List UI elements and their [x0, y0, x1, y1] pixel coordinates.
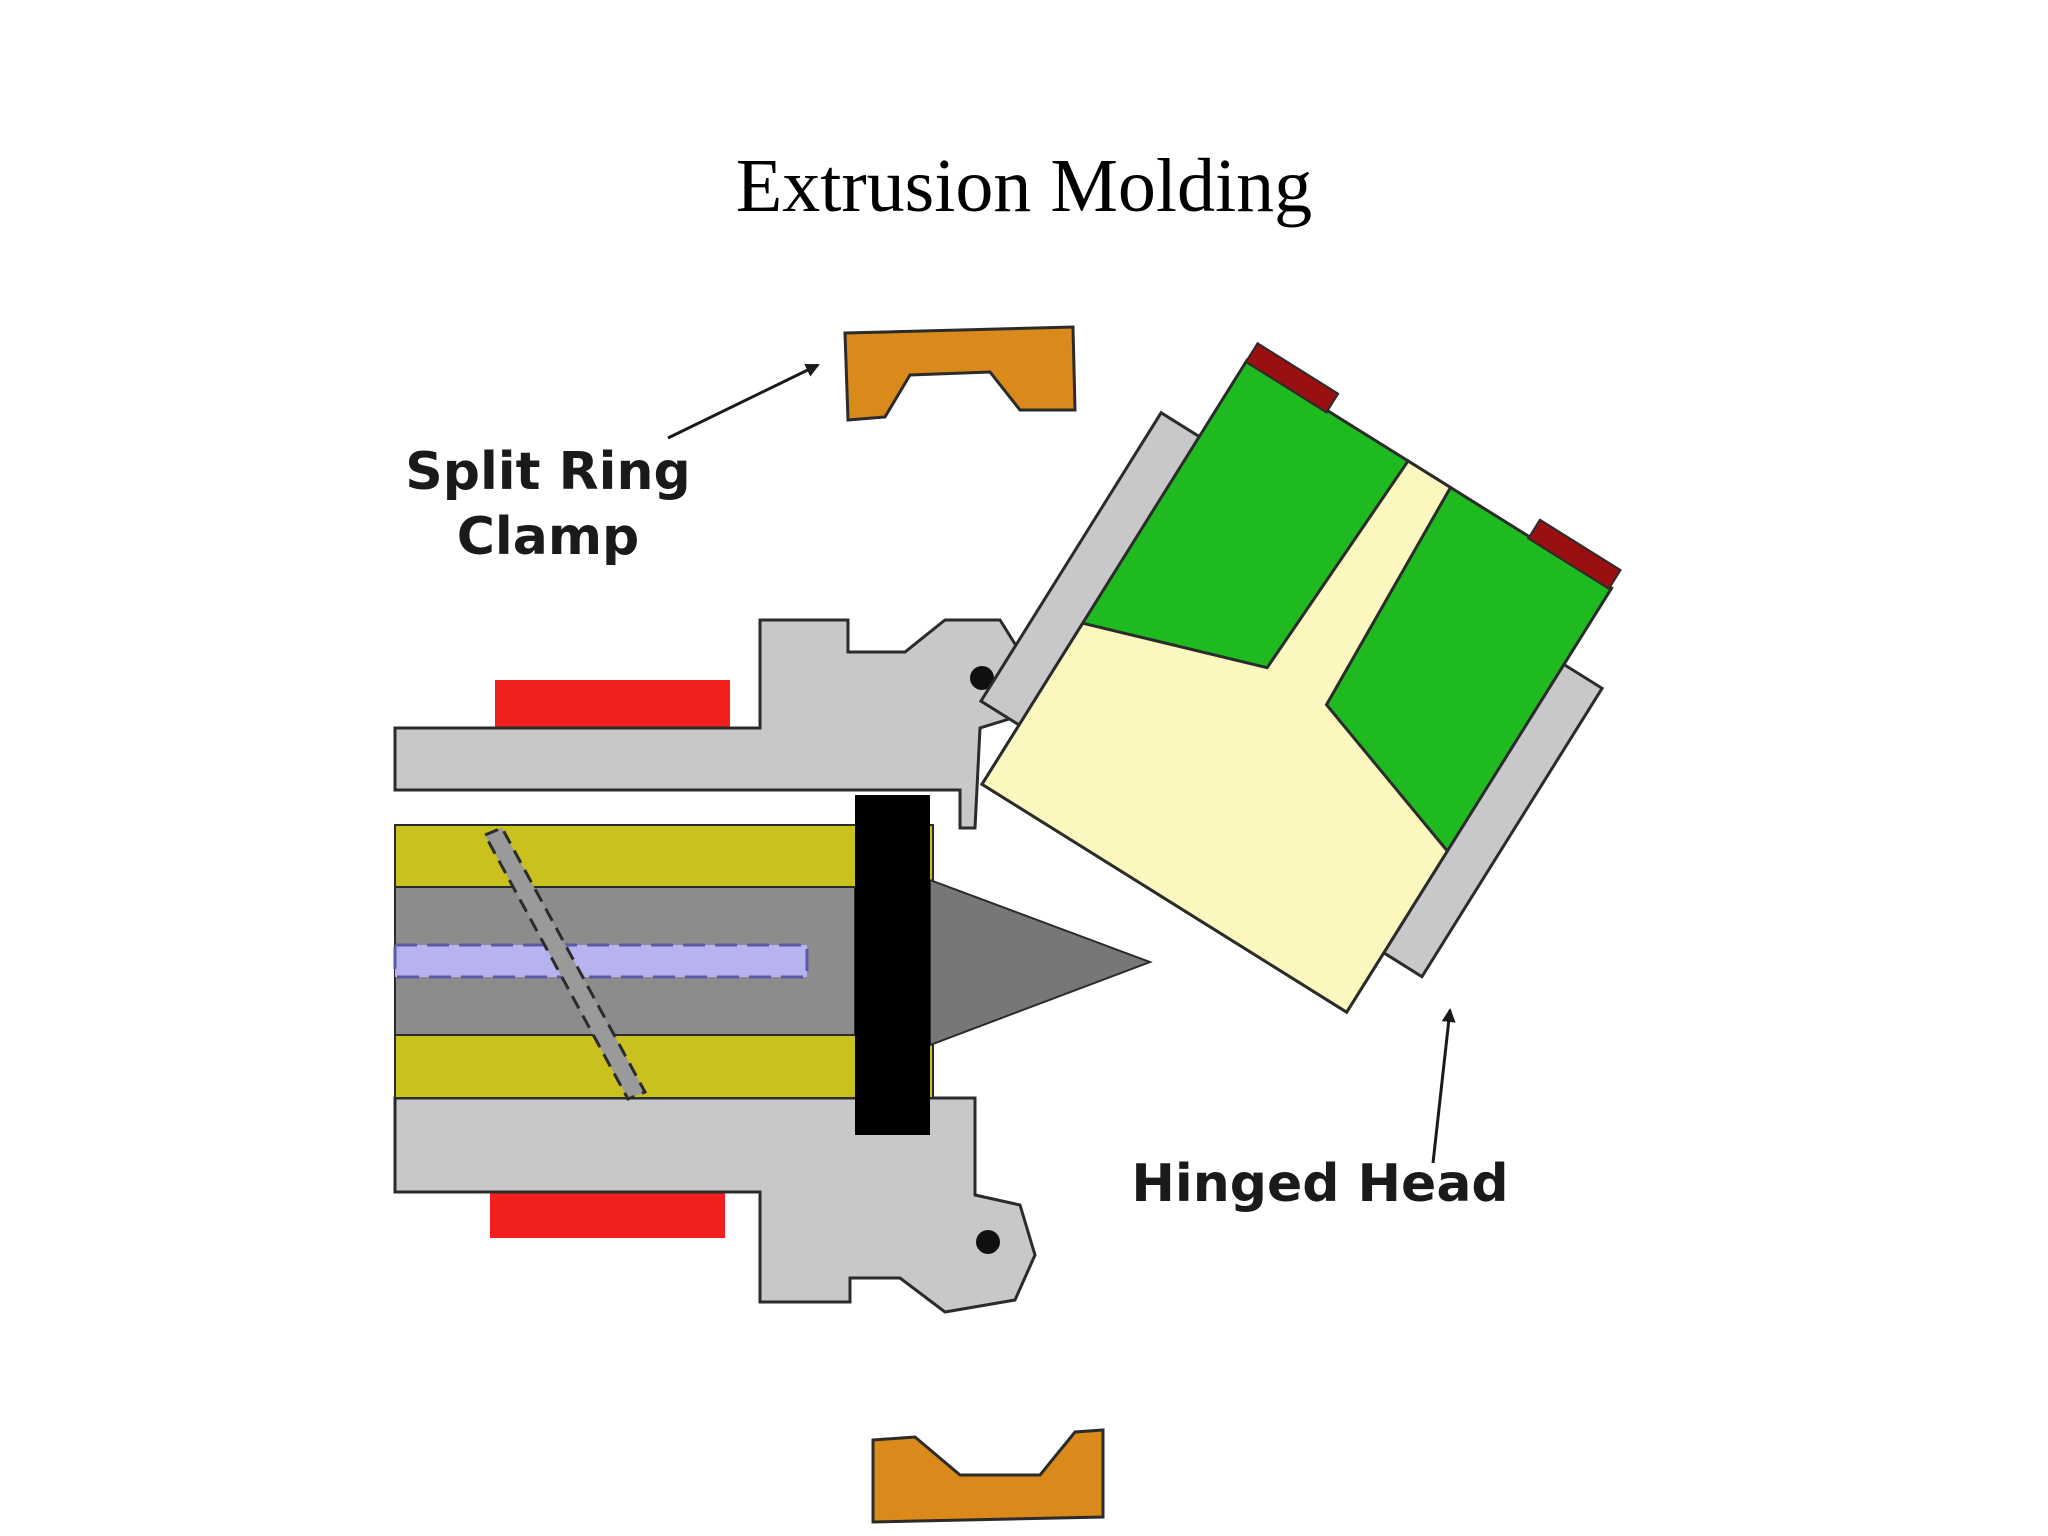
screw-core	[393, 943, 809, 979]
split-ring-clamp-label: Split Ring Clamp	[398, 440, 698, 570]
die-cap-top	[1244, 341, 1340, 414]
split-ring-arrow	[667, 363, 820, 440]
split-ring-clamp-top	[843, 325, 1077, 422]
upper-hinge-pin	[970, 666, 994, 690]
lower-hinge-pin	[976, 1230, 1000, 1254]
die-channel	[979, 458, 1453, 1015]
hinged-head-assembly	[978, 341, 1622, 1015]
torpedo-tip	[929, 878, 1153, 1047]
die-cap-bottom	[1526, 518, 1622, 591]
screw-flight	[482, 826, 648, 1101]
upper-melt-channel	[394, 824, 934, 888]
split-ring-clamp-label-line-1: Split Ring	[405, 442, 691, 502]
upper-heater-band	[495, 680, 730, 728]
hinged-head-label: Hinged Head	[1131, 1154, 1509, 1214]
hinged-head-arrow	[1431, 1008, 1456, 1164]
split-ring-clamp-bottom	[871, 1428, 1105, 1524]
upper-barrel-wall	[393, 618, 1027, 830]
split-ring-clamp-label-line-2: Clamp	[456, 507, 640, 567]
breaker-plate	[855, 795, 930, 1135]
page-title: Extrusion Molding	[735, 144, 1313, 228]
lower-heater-band	[490, 1192, 725, 1238]
lower-melt-channel	[394, 1034, 934, 1099]
lower-barrel-wall	[393, 1096, 1037, 1314]
